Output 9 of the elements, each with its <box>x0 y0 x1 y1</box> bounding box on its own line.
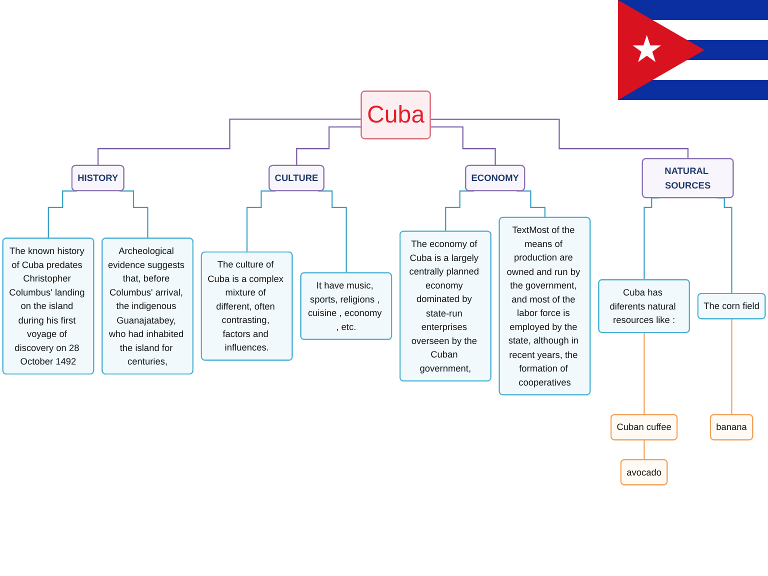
connector <box>48 190 77 240</box>
connector <box>296 126 362 166</box>
connector <box>430 126 496 166</box>
connector <box>119 190 148 240</box>
connector <box>731 318 732 416</box>
connector <box>644 440 645 461</box>
connector <box>644 332 645 416</box>
connector <box>98 118 362 166</box>
connector <box>430 118 689 160</box>
